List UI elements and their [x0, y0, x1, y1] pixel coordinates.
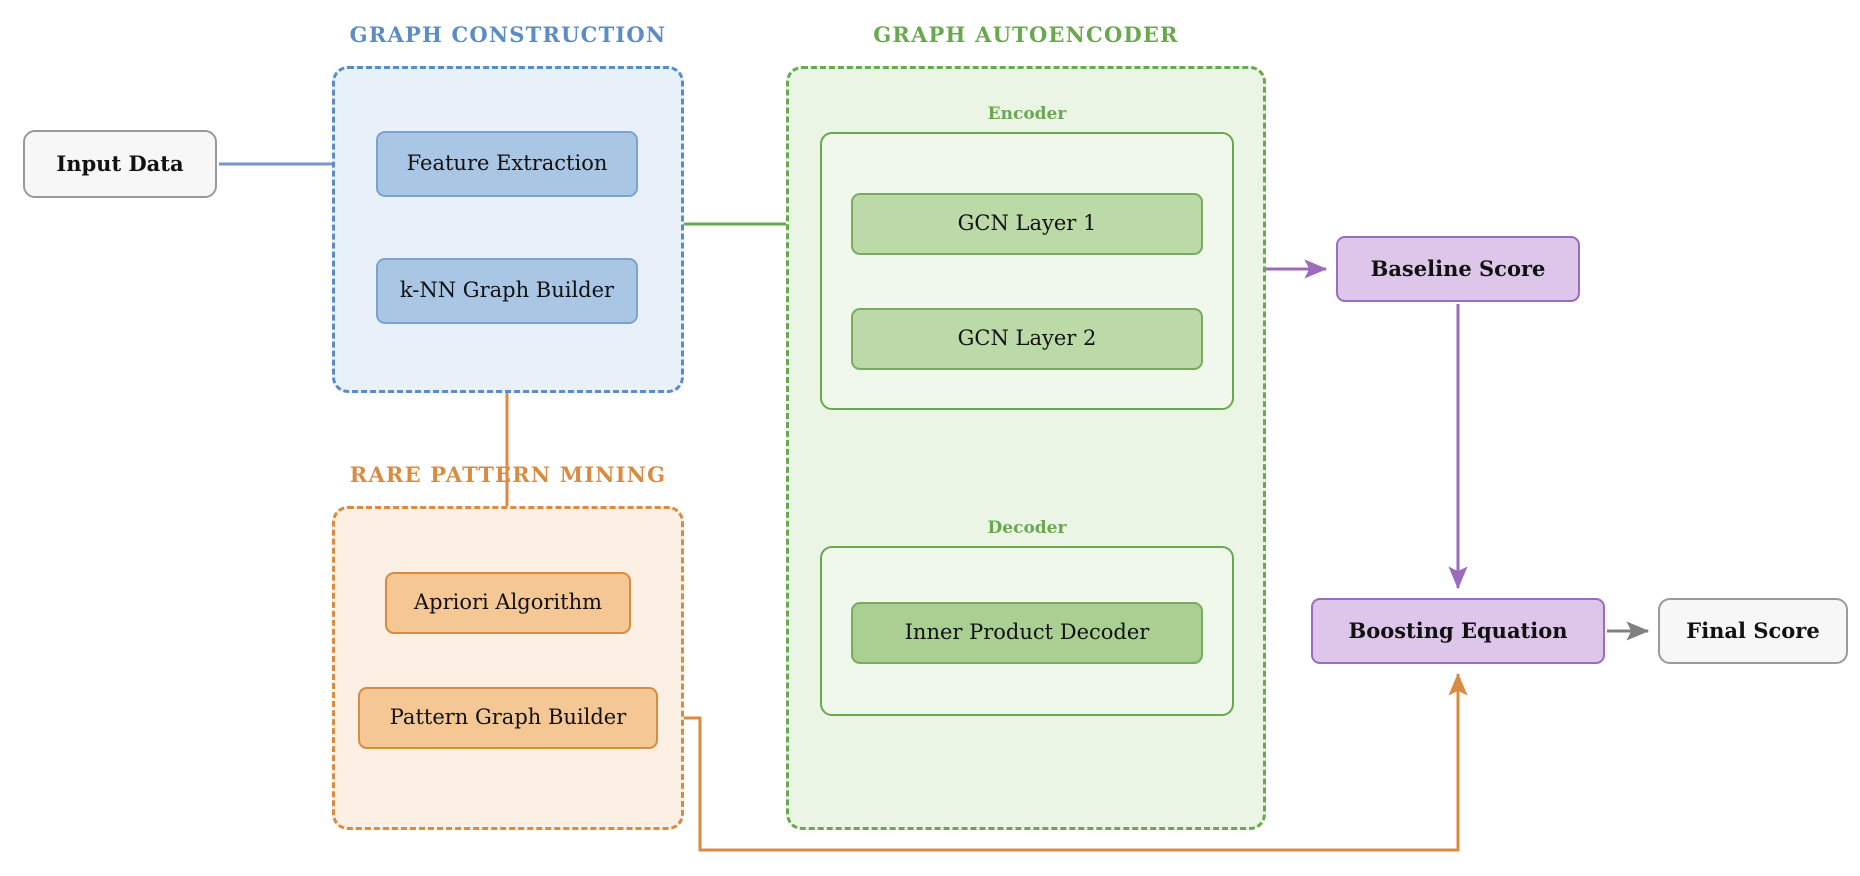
group-box-graph_construction	[332, 66, 684, 393]
node-pattern_graph_builder[interactable]: Pattern Graph Builder	[358, 687, 658, 749]
node-inner_product_decoder[interactable]: Inner Product Decoder	[851, 602, 1203, 664]
subgroup-label-decoder: Decoder	[987, 518, 1067, 538]
node-gcn_layer_2[interactable]: GCN Layer 2	[851, 308, 1203, 370]
node-final_score[interactable]: Final Score	[1658, 598, 1848, 664]
group-box-rare_pattern_mining	[332, 506, 684, 830]
node-knn_graph_builder[interactable]: k-NN Graph Builder	[376, 258, 638, 324]
node-input_data[interactable]: Input Data	[23, 130, 217, 198]
group-title-rare_pattern_mining: RARE PATTERN MINING	[349, 462, 667, 487]
node-feature_extraction[interactable]: Feature Extraction	[376, 131, 638, 197]
group-title-graph_autoencoder: GRAPH AUTOENCODER	[873, 22, 1179, 47]
node-baseline_score[interactable]: Baseline Score	[1336, 236, 1580, 302]
group-title-graph_construction: GRAPH CONSTRUCTION	[349, 22, 667, 47]
node-boosting_equation[interactable]: Boosting Equation	[1311, 598, 1605, 664]
edge-pattern-to-boosting	[660, 672, 1468, 852]
subgroup-label-encoder: Encoder	[987, 104, 1067, 124]
node-apriori_algorithm[interactable]: Apriori Algorithm	[385, 572, 631, 634]
node-gcn_layer_1[interactable]: GCN Layer 1	[851, 193, 1203, 255]
